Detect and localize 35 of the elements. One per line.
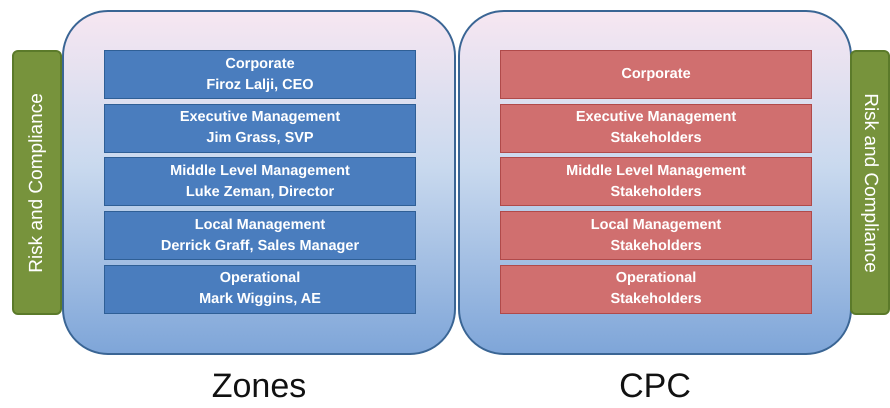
side-bar [850, 50, 890, 315]
level-text: Operational [616, 269, 696, 288]
level-box [500, 50, 812, 99]
level-text: Corporate [621, 65, 691, 84]
level-box [104, 104, 416, 153]
level-text: Local Management [194, 216, 326, 235]
level-box [500, 264, 812, 314]
level-box [500, 157, 812, 206]
level-text: Stakeholders [610, 182, 702, 202]
level-text: Stakeholders [610, 129, 702, 148]
level-text: Stakeholders [610, 290, 702, 310]
level-text: Middle Level Management [566, 162, 746, 181]
level-text: Operational [220, 269, 300, 288]
level-box [104, 211, 416, 260]
level-text: Executive Management [576, 108, 736, 128]
level-text: Mark Wiggins, AE [199, 290, 321, 310]
side-label: Risk and Compliance [859, 92, 881, 272]
level-box [500, 104, 812, 153]
level-text: Middle Level Management [170, 162, 350, 181]
level-text: Derrick Graff, Sales Manager [160, 236, 360, 256]
level-text: Stakeholders [610, 236, 702, 256]
level-text: Jim Grass, SVP [206, 129, 314, 148]
level-text: Executive Management [180, 108, 340, 128]
zone-title: CPC [618, 367, 692, 406]
side-bar [12, 50, 62, 315]
level-box [104, 50, 416, 99]
level-box [104, 264, 416, 314]
zone-title: Zones [210, 367, 308, 406]
level-text: Local Management [590, 216, 722, 235]
level-text: Luke Zeman, Director [186, 182, 334, 202]
level-text: Firoz Lalji, CEO [206, 76, 314, 94]
level-box [104, 157, 416, 206]
level-text: Corporate [225, 54, 295, 74]
side-label: Risk and Compliance [26, 92, 48, 272]
level-box [500, 211, 812, 260]
